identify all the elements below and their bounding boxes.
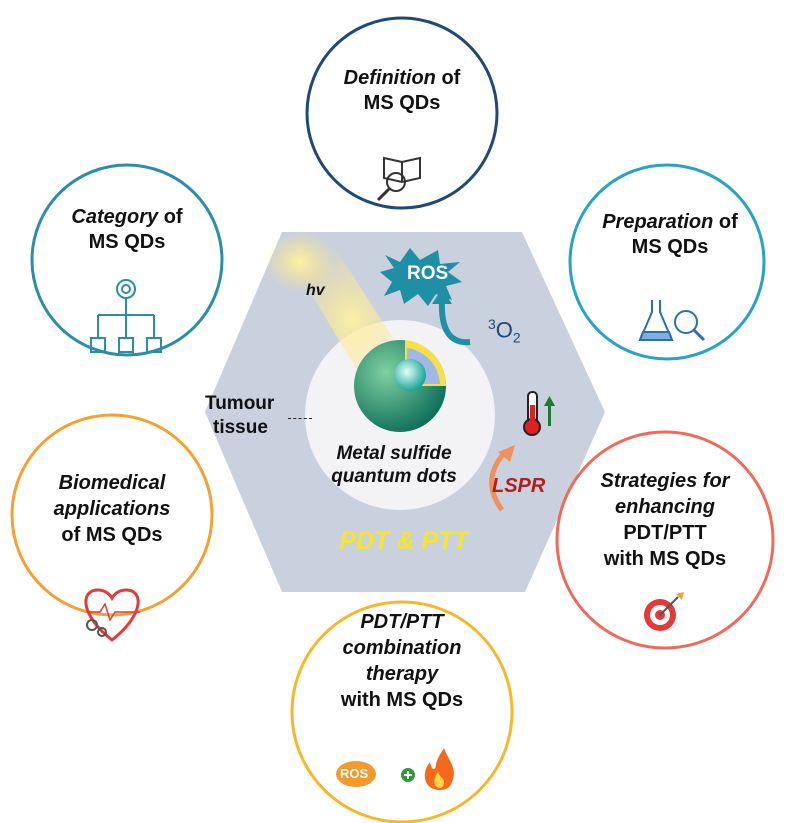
circle-definition (305, 16, 499, 210)
flask-magnifier-icon (638, 300, 706, 342)
ros-plus-fire-icon (336, 748, 454, 790)
tumour-pointer-line (288, 418, 312, 419)
book-magnifier-icon (376, 156, 421, 202)
ros-badge: ROS (340, 766, 369, 781)
lspr-arrow (489, 450, 507, 512)
ros-arrow (438, 299, 471, 346)
circle-strategies (555, 430, 775, 650)
lspr-label: LSPR (492, 475, 546, 497)
circle-preparation (568, 163, 766, 361)
thermometer-icon (523, 391, 541, 436)
target-arrow-icon (644, 592, 684, 631)
circle-biomedical (10, 413, 214, 617)
heart-gear-icon (84, 588, 140, 642)
arrow-up-icon (544, 396, 555, 426)
hv-label: hv (306, 282, 325, 299)
hierarchy-icon (90, 279, 162, 353)
triplet-oxygen-label: 3O2 (488, 316, 521, 346)
pdt-ptt-title: PDT & PTT (339, 527, 469, 555)
ros-label: ROS (407, 263, 449, 284)
circle-category (30, 163, 224, 357)
